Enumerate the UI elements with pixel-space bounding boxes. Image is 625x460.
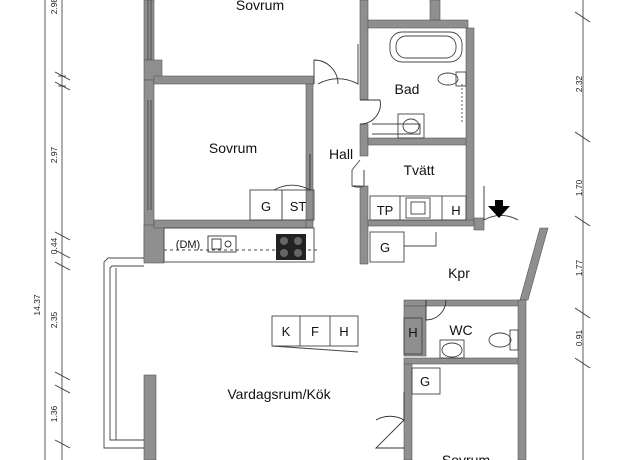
label-tp: TP [377,203,394,218]
dim-left-5: 1.36 [49,405,59,422]
label-f: F [311,324,319,339]
stove-icon [276,234,306,260]
door-swings [273,44,519,449]
kitchen-sink-icon [207,235,237,253]
room-label-wc: WC [449,322,472,338]
dim-right-3: 1.77 [574,259,584,276]
dim-left-3: 0.44 [49,237,59,254]
dim-left-total: 14.37 [32,294,42,316]
walls [143,0,549,460]
dimension-labels: 14.37 2.98 2.97 0.44 2.35 1.36 2.32 1.70… [32,0,584,422]
room-label-sovrum-bottom: Sovrum [442,452,490,460]
room-label-vardagsrum-kok: Vardagsrum/Kök [227,386,331,402]
room-label-sovrum-top: Sovrum [236,0,284,13]
label-g-hall: G [261,199,271,214]
dim-right-1: 2.32 [574,75,584,92]
dim-left-2: 2.97 [49,146,59,163]
label-g-bottom: G [420,374,430,389]
label-dm: (DM) [176,239,200,251]
label-h-tvatt: H [451,203,460,218]
label-k: K [282,324,291,339]
interior-lines [103,0,519,449]
room-label-kpr: Kpr [448,265,470,281]
label-h-kitchen: H [339,324,348,339]
label-h-wc: H [408,325,417,340]
room-label-hall: Hall [329,146,353,162]
dim-left-4: 2.35 [49,311,59,328]
label-g-kpr: G [380,240,390,255]
room-label-bad: Bad [395,81,420,97]
room-label-sovrum-mid: Sovrum [209,140,257,156]
dimension-lines [44,0,591,460]
room-label-tvatt: Tvätt [403,162,434,178]
dim-left-1: 2.98 [49,0,59,14]
label-st: ST [290,199,307,214]
dim-right-4: 0.91 [574,329,584,346]
entrance-arrow-icon [488,200,510,218]
dim-right-2: 1.70 [574,179,584,196]
